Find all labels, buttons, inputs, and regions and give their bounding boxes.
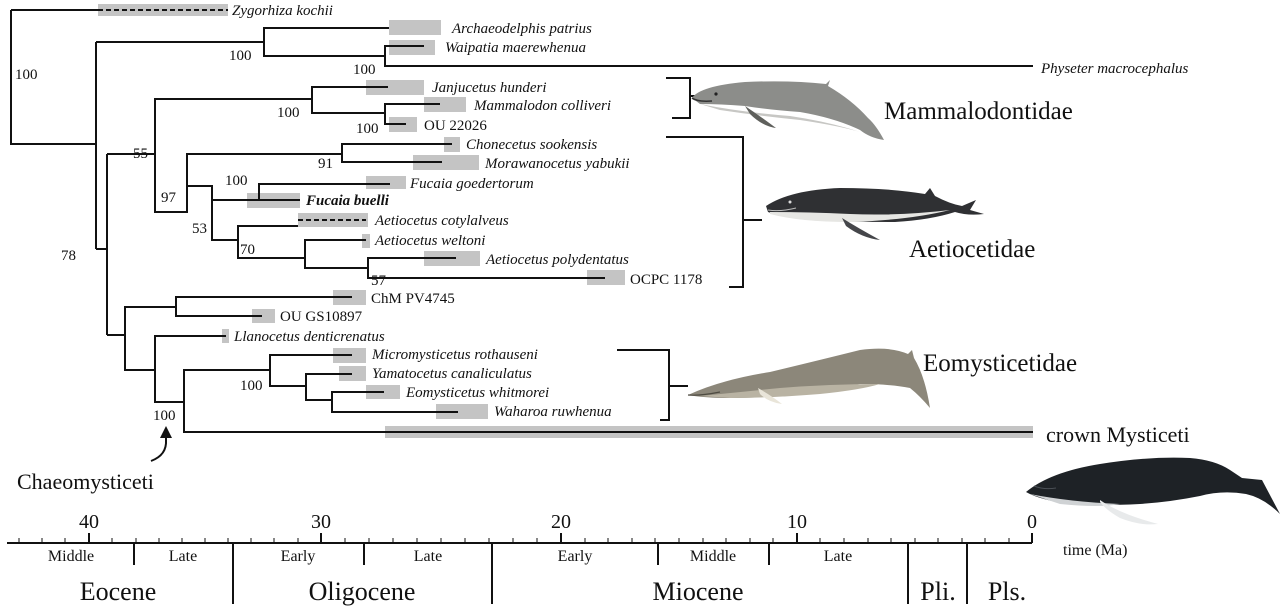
specimen-label: OCPC 1178 [630, 272, 702, 288]
taxon-label: Archaeodelphis patrius [451, 21, 592, 37]
taxon-label: Janjucetus hunderi [432, 80, 547, 96]
branch [10, 10, 96, 145]
aetiocetid-whale-illustration [766, 188, 984, 240]
taxon-label: Aetiocetus weltoni [374, 233, 485, 249]
branch [96, 27, 1033, 67]
taxon-label: Waharoa ruwhenua [494, 404, 612, 420]
arrow-head-icon [160, 426, 172, 438]
epoch-label: Miocene [653, 577, 744, 606]
clade-label-mammalodontidae: Mammalodontidae [884, 98, 1073, 125]
node-support: 70 [240, 242, 255, 258]
axis-unit: time (Ma) [1063, 542, 1127, 559]
tick-label: 20 [551, 511, 571, 533]
range-bar [389, 20, 441, 35]
branch [124, 335, 1033, 433]
taxon-label: Aetiocetus cotylalveus [374, 213, 509, 229]
eomysticetid-whale-illustration [687, 348, 930, 408]
epoch-label: Eocene [80, 577, 157, 606]
clade-label-eomysticetidae: Eomysticetidae [923, 350, 1077, 377]
clade-bracket [617, 349, 670, 421]
range-bar [389, 40, 435, 55]
branch [211, 186, 605, 279]
range-bar [587, 270, 625, 285]
minor-ticks [18, 538, 1010, 543]
taxon-label-highlight: Fucaia buelli [305, 193, 390, 209]
node-support: 78 [61, 248, 76, 264]
node-support: 100 [356, 121, 379, 137]
node-support: 100 [225, 173, 248, 189]
taxon-label: Chonecetus sookensis [466, 137, 597, 153]
epoch-label: Pli. [920, 577, 955, 606]
support-values: 100 100 100 100 100 55 91 97 100 53 70 5… [15, 48, 387, 424]
node-support: 100 [153, 408, 176, 424]
range-bar [366, 176, 406, 189]
node-support: 91 [318, 156, 333, 172]
callout-arrow [150, 432, 168, 462]
subepoch-label: Middle [48, 548, 94, 565]
taxon-label: Yamatocetus canaliculatus [372, 366, 532, 382]
taxon-label: Eomysticetus whitmorei [405, 385, 549, 401]
mammalodontid-whale-illustration [691, 80, 884, 140]
branch [96, 154, 108, 335]
taxon-label: Micromysticetus rothauseni [371, 347, 538, 363]
node-support: 100 [277, 105, 300, 121]
epoch-dividers [232, 543, 968, 604]
subepoch-label: Early [281, 548, 316, 565]
taxon-label: Mammalodon colliveri [473, 98, 611, 114]
range-bar [424, 97, 466, 112]
taxon-label: Fucaia goedertorum [409, 176, 534, 192]
node-support: 97 [161, 190, 177, 206]
specimen-label: OU 22026 [424, 118, 487, 134]
epoch-label: Pls. [988, 577, 1026, 606]
clade-bracket [666, 77, 691, 119]
time-axis: 40 30 20 10 0 time (Ma) Middle Late Earl… [7, 511, 1127, 606]
humpback-whale-illustration [1026, 457, 1280, 525]
range-bar [436, 404, 488, 419]
tick-label: 40 [79, 511, 99, 533]
node-support: 53 [192, 221, 207, 237]
taxon-labels: Zygorhiza kochii Archaeodelphis patrius … [232, 3, 1190, 447]
subepoch-label: Late [824, 548, 852, 565]
tick-label: 10 [787, 511, 807, 533]
node-support: 100 [15, 67, 38, 83]
tree-branches [10, 9, 1033, 433]
range-bar [413, 155, 479, 170]
clade-label-aetiocetidae: Aetiocetidae [909, 236, 1035, 263]
node-support: 100 [229, 48, 252, 64]
branch [154, 143, 452, 213]
crown-mysticeti-label: crown Mysticeti [1046, 422, 1190, 447]
branch [107, 86, 440, 155]
taxon-label: Morawanocetus yabukii [484, 156, 630, 172]
subepoch-dividers [133, 543, 770, 565]
range-bar [339, 366, 366, 381]
taxon-label: Aetiocetus polydentatus [485, 252, 629, 268]
branch [107, 296, 352, 336]
tick-label: 30 [311, 511, 331, 533]
node-support: 100 [353, 62, 376, 78]
taxon-label: Waipatia maerewhenua [445, 40, 586, 56]
subepoch-label: Middle [690, 548, 736, 565]
specimen-label: ChM PV4745 [371, 291, 455, 307]
subepoch-label: Late [414, 548, 442, 565]
chaeomysticeti-label: Chaeomysticeti [17, 469, 154, 494]
clade-bracket [666, 136, 744, 288]
range-bar [252, 309, 275, 323]
tick-label: 0 [1027, 511, 1037, 533]
subepoch-label: Early [558, 548, 593, 565]
epoch-label: Oligocene [309, 577, 416, 606]
range-bar [366, 80, 424, 95]
taxon-label: Zygorhiza kochii [232, 3, 333, 19]
node-support: 55 [133, 146, 148, 162]
subepoch-label: Late [169, 548, 197, 565]
taxon-label: Physeter macrocephalus [1040, 61, 1188, 77]
node-support: 57 [371, 273, 387, 289]
specimen-label: OU GS10897 [280, 309, 363, 325]
taxon-label: Llanocetus denticrenatus [233, 329, 385, 345]
node-support: 100 [240, 378, 263, 394]
